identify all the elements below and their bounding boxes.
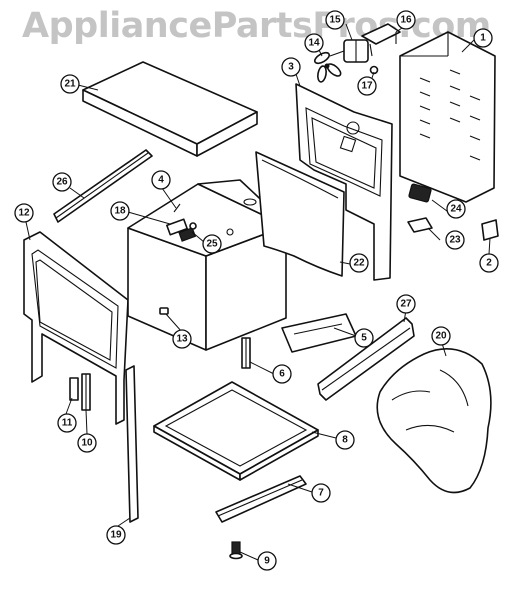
part-27-drawer-rail[interactable] [317,317,415,401]
part-6-bracket[interactable] [241,337,251,369]
svg-text:9: 9 [264,556,270,567]
part-11-spacer[interactable] [69,377,79,401]
callout-3[interactable]: 3 [281,57,301,77]
callout-14[interactable]: 14 [304,33,324,53]
svg-text:21: 21 [64,79,76,90]
svg-text:11: 11 [62,418,73,429]
svg-text:16: 16 [400,15,412,26]
svg-text:13: 13 [176,334,188,345]
callout-21[interactable]: 21 [60,74,80,94]
svg-text:12: 12 [18,208,30,219]
part-1-rear-panel[interactable] [399,31,496,203]
svg-text:6: 6 [279,369,285,380]
svg-text:27: 27 [400,299,412,310]
svg-text:25: 25 [206,239,218,250]
callout-22[interactable]: 22 [349,253,369,273]
svg-text:5: 5 [361,333,367,344]
part-24-light-housing[interactable] [408,183,432,203]
svg-text:19: 19 [110,530,122,541]
part-23-light-lens[interactable] [407,217,433,233]
part-2-cover-plate[interactable] [481,219,499,241]
svg-text:3: 3 [288,62,294,73]
callout-15[interactable]: 15 [325,10,345,30]
part-26-side-rail[interactable] [53,149,153,223]
callout-4[interactable]: 4 [151,170,171,190]
callout-27[interactable]: 27 [396,294,416,314]
callout-5[interactable]: 5 [354,328,374,348]
callout-18[interactable]: 18 [110,201,130,221]
callout-25[interactable]: 25 [202,234,222,254]
part-22-insulation-panel[interactable] [255,151,345,277]
svg-text:24: 24 [450,204,462,215]
callout-16[interactable]: 16 [396,10,416,30]
part-19-front-rail[interactable] [125,365,139,523]
callout-19[interactable]: 19 [106,525,126,545]
callout-10[interactable]: 10 [77,433,97,453]
svg-text:7: 7 [318,488,324,499]
callout-7[interactable]: 7 [311,483,331,503]
svg-text:2: 2 [486,258,492,269]
svg-text:15: 15 [329,15,341,26]
part-14-fan-blade[interactable] [313,51,343,83]
callout-24[interactable]: 24 [446,199,466,219]
callout-2[interactable]: 2 [479,253,499,273]
part-20-insulation-blanket[interactable] [376,348,492,494]
callout-11[interactable]: 11 [57,413,77,433]
part-4-cabinet-body[interactable] [127,179,287,351]
part-3-oven-liner-front[interactable] [295,83,393,281]
svg-text:8: 8 [342,435,348,446]
svg-text:1: 1 [480,33,486,44]
part-15-fan-motor[interactable] [329,39,369,63]
part-18-thermostat[interactable] [166,203,188,236]
callout-26[interactable]: 26 [52,172,72,192]
callout-23[interactable]: 23 [445,230,465,250]
svg-text:22: 22 [353,258,365,269]
rear-panel-vents [419,69,481,161]
svg-text:23: 23 [449,235,461,246]
part-10-side-strip[interactable] [81,373,91,411]
callout-9[interactable]: 9 [257,551,277,571]
callout-6[interactable]: 6 [272,364,292,384]
callout-17[interactable]: 17 [357,76,377,96]
part-5-lower-trim[interactable] [281,313,357,353]
callout-13[interactable]: 13 [172,329,192,349]
svg-text:26: 26 [56,177,68,188]
svg-text:18: 18 [114,206,126,217]
callout-8[interactable]: 8 [335,430,355,450]
svg-text:17: 17 [361,81,373,92]
part-7-kick-plate[interactable] [215,475,307,523]
part-8-bottom-tray[interactable] [153,381,319,481]
part-16-fan-bracket[interactable] [361,23,401,57]
callout-1[interactable]: 1 [473,28,493,48]
svg-text:14: 14 [308,38,320,49]
svg-text:20: 20 [435,331,447,342]
svg-text:4: 4 [158,175,164,186]
part-25-element-terminal[interactable] [178,222,197,242]
callout-20[interactable]: 20 [431,326,451,346]
part-9-leveling-leg[interactable] [229,541,243,560]
svg-text:10: 10 [81,438,93,449]
part-13-clip[interactable] [159,307,169,315]
callout-12[interactable]: 12 [14,203,34,223]
part-21-top-panel[interactable] [82,61,258,157]
